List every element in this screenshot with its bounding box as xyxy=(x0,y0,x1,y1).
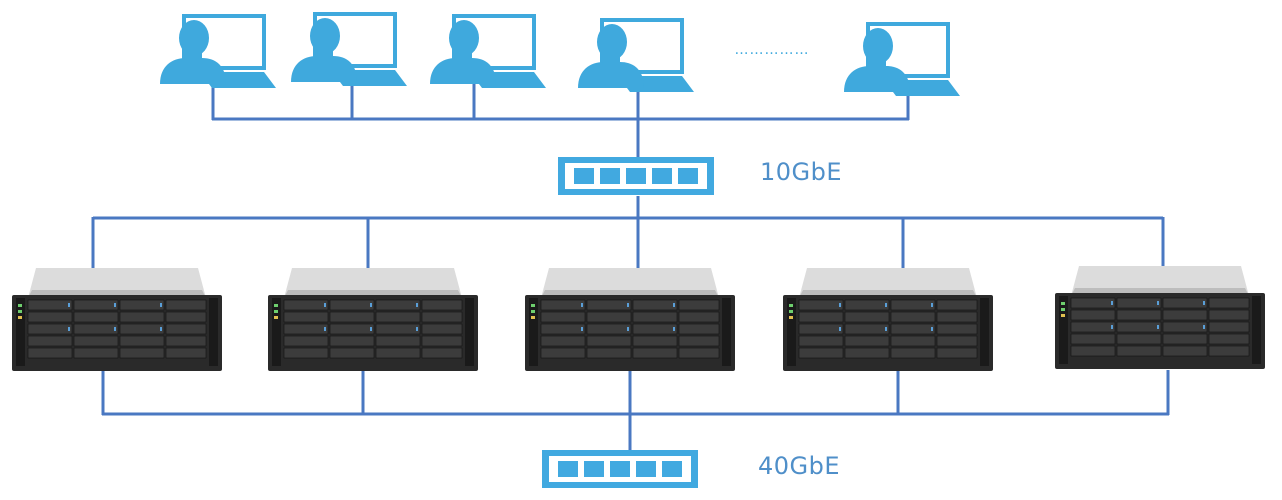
workstation-4-icon xyxy=(576,18,696,94)
10gbe-storage-lines xyxy=(91,196,1165,272)
switch-40gbe-label: 40GbE xyxy=(758,452,841,480)
storage-unit-5 xyxy=(1054,265,1266,370)
workstation-ellipsis: …………… xyxy=(735,42,810,58)
storage-unit-1 xyxy=(11,267,223,372)
workstation-1-icon xyxy=(158,14,278,90)
storage-unit-2 xyxy=(267,267,479,372)
workstation-network-lines xyxy=(211,82,910,160)
workstation-3-icon xyxy=(428,14,548,90)
switch-40gbe-icon xyxy=(542,450,698,488)
workstation-2-icon xyxy=(289,12,409,88)
switch-10gbe-icon xyxy=(558,157,714,195)
storage-unit-4 xyxy=(782,267,994,372)
switch-10gbe-label: 10GbE xyxy=(760,158,843,186)
40gbe-storage-lines xyxy=(101,370,1170,452)
workstation-5-icon xyxy=(842,22,962,98)
storage-unit-3 xyxy=(524,267,736,372)
